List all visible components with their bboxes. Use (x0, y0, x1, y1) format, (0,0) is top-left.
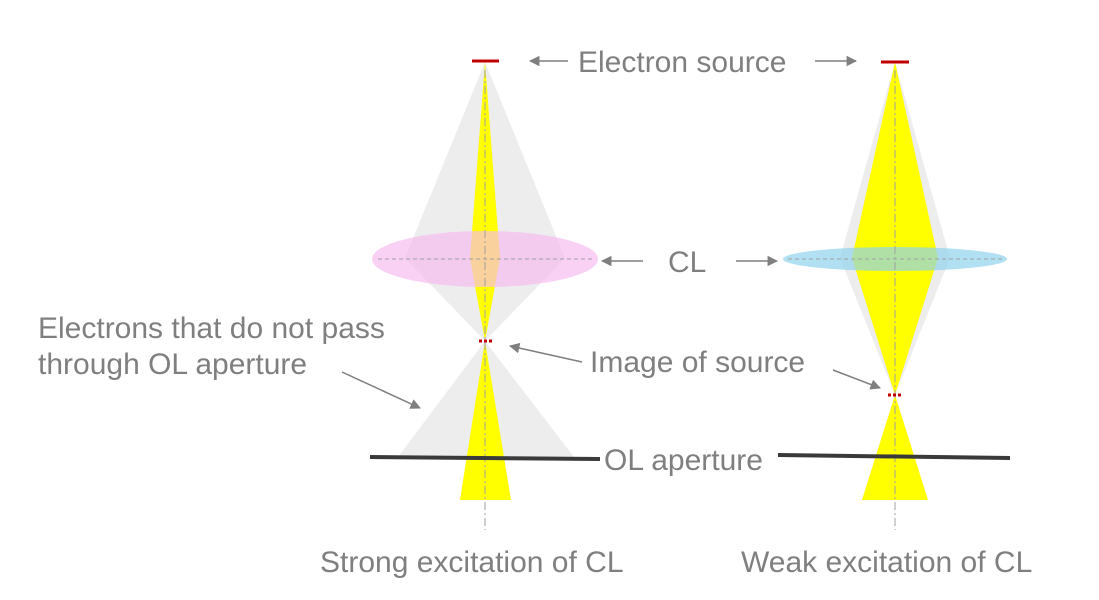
image-of-source-label: Image of source (590, 346, 805, 379)
electrons-note-line1: Electrons that do not pass (38, 312, 385, 345)
arrow-image-left (508, 342, 583, 363)
right-ol-aperture (777, 453, 1011, 460)
left-ol-aperture (369, 455, 601, 461)
ol-aperture-label: OL aperture (604, 444, 763, 477)
strong-excitation-column (369, 59, 601, 530)
caption-weak-excitation: Weak excitation of CL (741, 546, 1032, 579)
caption-strong-excitation: Strong excitation of CL (320, 546, 624, 579)
annotation-arrows (341, 55, 881, 409)
right-beam-lower (862, 395, 928, 500)
left-beam-lower (460, 341, 511, 500)
right-beam-upper (852, 62, 938, 258)
electrons-note-line2: through OL aperture (38, 348, 307, 381)
electron-source-label: Electron source (578, 46, 786, 79)
left-beam-upper (470, 62, 500, 258)
arrow-blocked-electrons (341, 371, 421, 409)
weak-excitation-column (777, 60, 1011, 530)
arrow-image-right (832, 369, 881, 390)
cl-label: CL (668, 246, 706, 279)
